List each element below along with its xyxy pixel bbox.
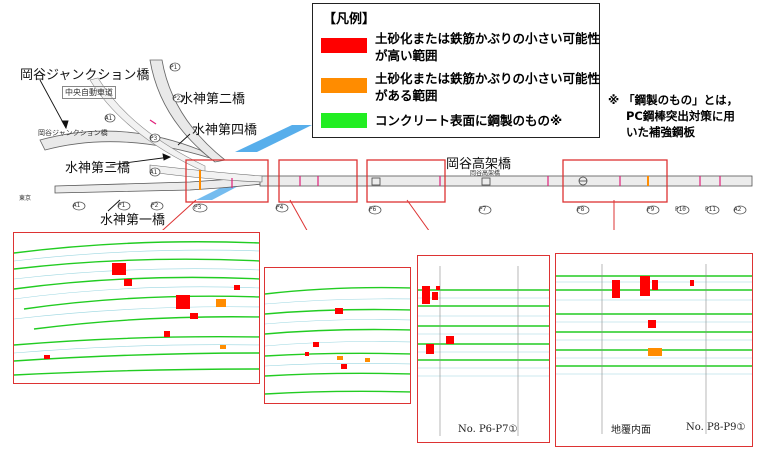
label-suijin-1: 水神第一橋: [100, 213, 166, 228]
pier-label: P4: [276, 204, 284, 211]
label-tokyo: 東京: [19, 195, 32, 202]
overview-highlights: [185, 159, 668, 203]
ramp-pier-label: P1: [170, 64, 178, 71]
ramp-pier-label: P2: [173, 95, 181, 102]
label-okaya-jct: 岡谷ジャンクション橋: [20, 68, 150, 83]
footnote-line-3: いた補強鋼板: [626, 125, 695, 139]
ramp-pier-label: A1: [150, 169, 158, 176]
deck-marks-orange: [199, 170, 649, 190]
pier-label: A2: [734, 206, 742, 213]
ramp-pier-label: A1: [105, 115, 113, 122]
detail-1-drawing: [14, 241, 259, 376]
detail-4-drawing: [556, 264, 752, 434]
detail-arrows: [162, 199, 615, 230]
label-suijin-2: 水神第二橋: [180, 92, 246, 107]
footnote-line-2: PC鋼棒突出対策に用: [626, 109, 735, 123]
pier-label: P8: [577, 206, 585, 213]
ramp-pier-label: P3: [150, 135, 158, 142]
detail-panel-suijin: [13, 232, 260, 384]
pier-markers: [72, 62, 747, 215]
legend-swatch-orange: [321, 78, 367, 93]
legend-swatch-green: [321, 113, 367, 128]
pier-label: P2: [151, 202, 159, 209]
legend-item-high: 土砂化または鉄筋かぶりの小さい可能性が高い範囲: [321, 30, 600, 66]
legend-text-possible: 土砂化または鉄筋かぶりの小さい可能性がある範囲: [375, 71, 601, 103]
label-okaya-viaduct: 岡谷高架橋: [446, 157, 512, 172]
legend-item-steel: コンクリート表面に鋼製のもの※: [321, 112, 596, 134]
detail-2-drawing: [265, 286, 410, 395]
pier-label: P1: [118, 202, 126, 209]
detail-panel-p1-p2: [264, 267, 411, 404]
legend: 【凡例】 土砂化または鉄筋かぶりの小さい可能性が高い範囲 土砂化または鉄筋かぶり…: [312, 3, 600, 138]
river: [235, 125, 312, 152]
label-okaya-viaduct-small: 岡谷高架橋: [470, 170, 501, 177]
curve-upper-deck: [149, 164, 263, 183]
pier-label: P11: [705, 206, 716, 213]
legend-text-steel: コンクリート表面に鋼製のもの※: [375, 113, 563, 128]
detail-3-caption: No. P6-P7①: [458, 424, 518, 435]
detail-4-caption-a: 地覆内面: [611, 425, 651, 436]
label-suijin-4: 水神第四橋: [192, 123, 258, 138]
pier-label: P9: [647, 206, 655, 213]
deck-marks: [149, 119, 721, 188]
overview-map: [39, 59, 753, 230]
legend-text-high: 土砂化または鉄筋かぶりの小さい可能性が高い範囲: [375, 31, 601, 63]
main-viaduct-deck: [259, 175, 753, 187]
footnote: ※ 「鋼製のもの」とは， PC鋼棒突出対策に用 いた補強鋼板: [608, 92, 758, 140]
detail-panel-p6-p7: [417, 255, 550, 443]
label-okaya-jct-small: 岡谷ジャンクション橋: [38, 129, 108, 137]
deck-symbols: [371, 176, 588, 186]
label-chuo-expressway: 中央自動車道: [62, 86, 116, 99]
legend-item-possible: 土砂化または鉄筋かぶりの小さい可能性がある範囲: [321, 70, 600, 106]
footnote-line-1: ※ 「鋼製のもの」とは，: [608, 93, 739, 107]
pier-label: P6: [369, 206, 377, 213]
legend-swatch-red: [321, 38, 367, 53]
label-suijin-3: 水神第三橋: [65, 161, 131, 176]
detail-3-drawing: [418, 266, 549, 436]
pier-label: A1: [73, 202, 81, 209]
label-pointers: [39, 79, 191, 212]
legend-title: 【凡例】: [323, 12, 376, 27]
detail-panel-p8-p9: [555, 253, 753, 447]
pier-label: P3: [194, 204, 202, 211]
detail-4-caption-b: No. P8-P9①: [686, 422, 746, 433]
pier-label: P10: [675, 206, 686, 213]
pier-label: P7: [479, 206, 487, 213]
